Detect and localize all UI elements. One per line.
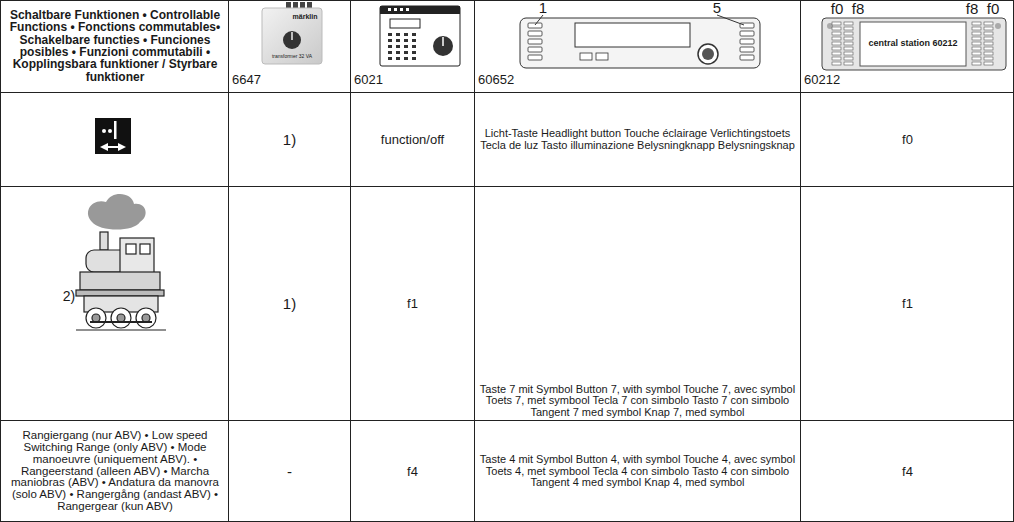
model-number-text: 6647: [232, 73, 261, 87]
table-cell: f4: [801, 421, 1014, 522]
table-cell-text: f0: [902, 133, 913, 147]
table-cell-text: f1: [902, 297, 913, 311]
table-cell: 1): [229, 187, 350, 420]
model-number: 60212: [804, 70, 864, 90]
table-cell: f4: [351, 421, 474, 522]
headlight-symbol: [95, 118, 131, 154]
table-cell-text: Taste 4 mit Symbol Button 4, with symbol…: [475, 454, 800, 488]
table-cell-text: 1): [283, 132, 296, 148]
callout-number: 5: [710, 0, 724, 16]
table-cell: Licht-Taste Headlight button Touche écla…: [475, 93, 800, 186]
function-key-label: f0: [826, 0, 848, 18]
central-station-icon: [822, 18, 1006, 70]
brand-mark-text: märklin: [293, 13, 318, 20]
smoke-locomotive-symbol: [76, 194, 166, 330]
function-key-label-text: f0: [987, 1, 1000, 17]
function-key-label: f8: [961, 0, 983, 18]
table-cell-text: function/off: [381, 133, 444, 147]
model-number-text: 60212: [804, 73, 840, 87]
function-key-label-text: f8: [852, 1, 865, 17]
table-cell-text: 1): [283, 296, 296, 312]
heading-text: Schaltbare Funktionen • Controllable Fun…: [6, 2, 224, 90]
table-cell-text: Taste 7 mit Symbol Button 7, with symbol…: [475, 384, 800, 418]
callout-number-text: 2): [63, 289, 75, 304]
callout-number-text: 1: [539, 0, 547, 16]
model-number: 6647: [232, 70, 292, 90]
table-cell-text: -: [287, 464, 292, 480]
table-cell-text: Licht-Taste Headlight button Touche écla…: [475, 128, 800, 151]
device-label: central station 60212: [864, 26, 962, 62]
transformer-icon: [262, 2, 322, 64]
model-number-text: 60652: [478, 73, 514, 87]
table-cell: f1: [801, 187, 1014, 420]
table-cell: Taste 4 mit Symbol Button 4, with symbol…: [475, 421, 800, 522]
function-key-label-text: f8: [966, 1, 979, 17]
model-number-text: 6021: [354, 73, 383, 87]
heading-text-text: Schaltbare Funktionen • Controllable Fun…: [6, 9, 224, 84]
function-key-label: f8: [847, 0, 869, 18]
table-cell-text: Rangiergang (nur ABV) • Low speed Switch…: [6, 430, 224, 514]
function-key-label: f0: [982, 0, 1004, 18]
callout-number: 1: [536, 0, 550, 16]
table-cell: 1): [229, 93, 350, 186]
brand-mark: märklin: [288, 12, 322, 22]
table-cell-text: f4: [902, 465, 913, 479]
device-label: transformer 32 VA: [264, 52, 320, 62]
control-unit-icon: [380, 6, 460, 66]
table-cell: function/off: [351, 93, 474, 186]
table-cell-text: f4: [407, 465, 418, 479]
table-cell: f1: [351, 187, 474, 420]
table-cell: Rangiergang (nur ABV) • Low speed Switch…: [6, 421, 224, 522]
model-number: 60652: [478, 70, 538, 90]
table-cell: Taste 7 mit Symbol Button 7, with symbol…: [475, 310, 800, 418]
table-cell: f0: [801, 93, 1014, 186]
table-cell: -: [229, 421, 350, 522]
function-key-label-text: f0: [831, 1, 844, 17]
device-label-text: central station 60212: [868, 39, 957, 48]
device-label-text: transformer 32 VA: [272, 54, 312, 59]
model-number: 6021: [354, 70, 414, 90]
table-cell-text: f1: [407, 297, 418, 311]
mobile-station-icon: [520, 15, 760, 68]
callout-number-text: 5: [713, 0, 721, 16]
callout-number: 2): [58, 286, 80, 306]
